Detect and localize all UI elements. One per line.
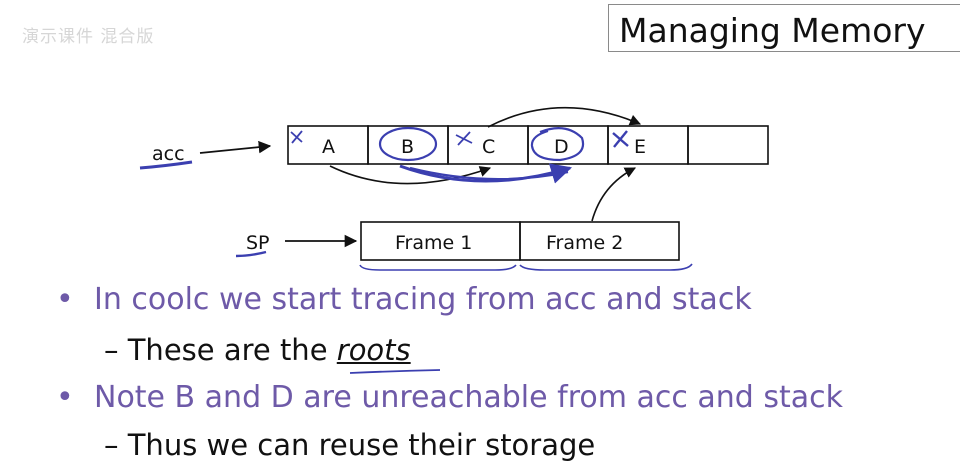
- slide-title-box: Managing Memory: [608, 4, 960, 52]
- sub-bullet-2-text: Thus we can reuse their storage: [127, 428, 596, 462]
- bullet-2-marker: •: [56, 380, 74, 415]
- bullet-1-marker: •: [56, 282, 74, 317]
- arrow-frame2-to-e: [591, 167, 636, 222]
- heap-cell-empty: [687, 125, 769, 165]
- heap-label-e: E: [634, 136, 646, 158]
- mark-x-c: [455, 131, 473, 146]
- sp-underline: [235, 250, 267, 258]
- bullet-1: • In coolc we start tracing from acc and …: [56, 282, 752, 317]
- roots-term: roots: [336, 333, 411, 367]
- sp-label: SP: [246, 232, 270, 254]
- acc-underline: [139, 160, 193, 170]
- sub-bullet-2-dash: –: [104, 428, 128, 462]
- mark-x-e: [612, 130, 629, 148]
- heap-row: A B C D E: [287, 125, 769, 165]
- circle-d: [530, 127, 585, 162]
- bullet-1-text: In coolc we start tracing from acc and s…: [94, 282, 752, 317]
- heap-label-a: A: [322, 136, 335, 158]
- arrow-a-to-c: [329, 165, 492, 185]
- brace-frame-2: [519, 263, 693, 271]
- slide-title: Managing Memory: [619, 11, 926, 50]
- roots-underline: [349, 369, 441, 374]
- stack-frame-2-label: Frame 2: [546, 232, 623, 254]
- bullet-2-text: Note B and D are unreachable from acc an…: [94, 380, 844, 415]
- heap-label-c: C: [482, 136, 495, 158]
- sub-bullet-1-dash: –: [104, 333, 128, 367]
- brace-frame-1: [359, 264, 517, 271]
- arrow-b-to-d: [399, 163, 573, 184]
- bullet-2: • Note B and D are unreachable from acc a…: [56, 380, 843, 415]
- heap-label-d: D: [554, 136, 569, 158]
- stack-frame-1-label: Frame 1: [395, 232, 472, 254]
- sub-bullet-1: – These are the roots: [104, 333, 411, 367]
- arrow-b-to-d-2: [409, 166, 569, 181]
- sub-bullet-1-text: These are the: [127, 333, 337, 367]
- arrow-c-to-e: [487, 106, 642, 128]
- heap-label-b: B: [401, 136, 414, 158]
- sub-bullet-2: – Thus we can reuse their storage: [104, 428, 595, 462]
- watermark-text: 演示课件 混合版: [22, 27, 155, 47]
- acc-label: acc: [152, 143, 185, 165]
- mark-x-a: [290, 130, 303, 144]
- stack-frame-2: [519, 221, 680, 261]
- circle-b: [378, 126, 438, 162]
- acc-arrow: [199, 140, 272, 154]
